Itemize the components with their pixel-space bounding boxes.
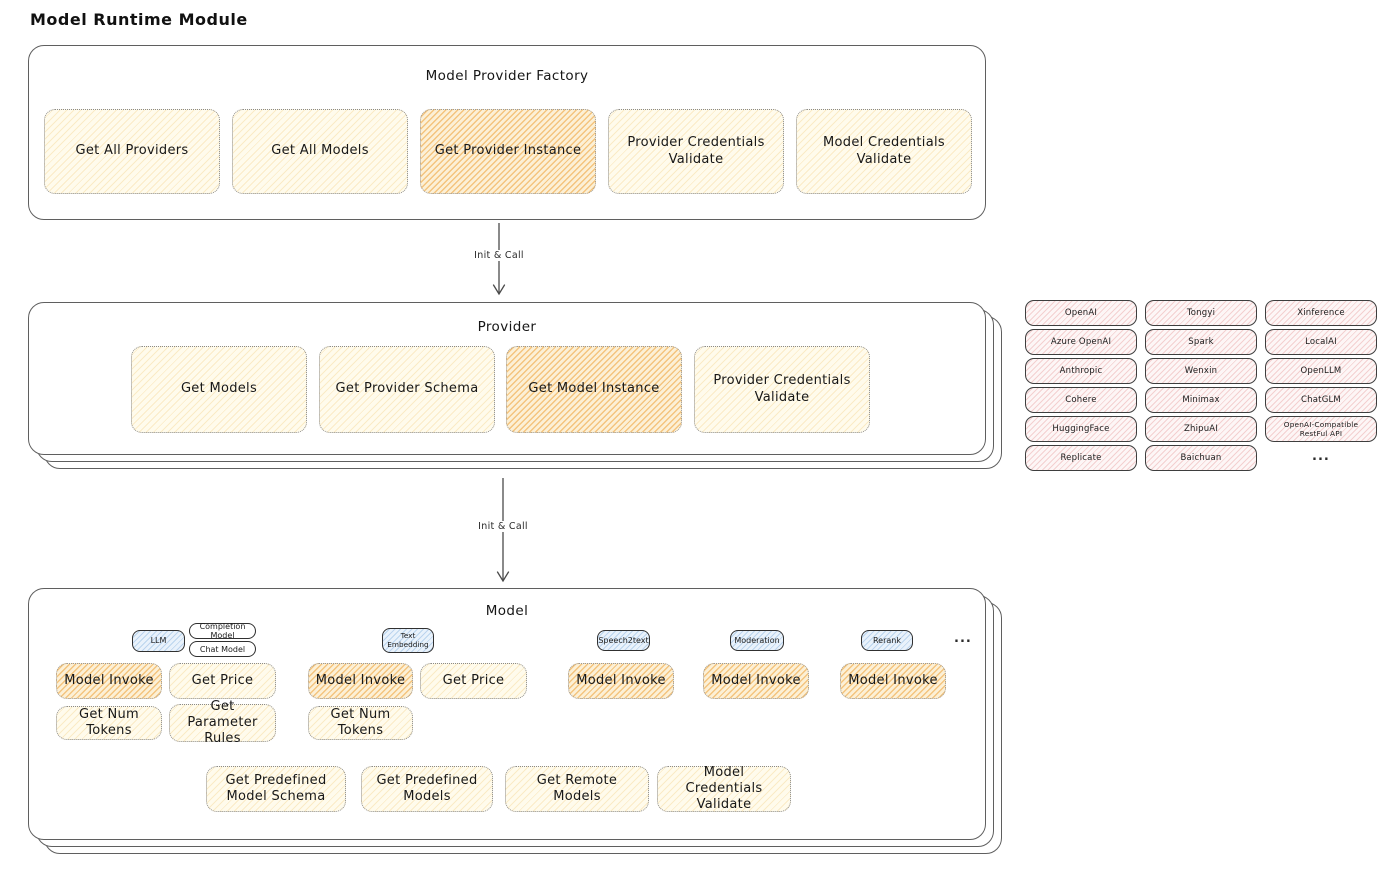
moderation-model-invoke: Model Invoke [703, 663, 809, 699]
factory-box-get-all-models: Get All Models [232, 109, 408, 194]
provider-chip-localai: LocalAI [1265, 329, 1377, 355]
arrow-label-init-call-top: Init & Call [470, 250, 528, 261]
llm-model-invoke: Model Invoke [56, 663, 162, 699]
provider-chip-huggingface: HuggingFace [1025, 416, 1137, 442]
provider-title: Provider [477, 319, 537, 335]
provider-chip-openai-compatible: OpenAI-Compatible RestFul API [1265, 416, 1377, 442]
model-title: Model [485, 603, 529, 619]
arrow-label-init-call-bottom: Init & Call [474, 521, 532, 532]
tab-rerank: Rerank [861, 630, 913, 651]
factory-box-provider-credentials-validate: Provider Credentials Validate [608, 109, 784, 194]
model-container: Model LLM Completion Model Chat Model Te… [28, 588, 986, 840]
factory-box-model-credentials-validate: Model Credentials Validate [796, 109, 972, 194]
provider-chip-replicate: Replicate [1025, 445, 1137, 471]
tab-llm: LLM [132, 630, 185, 652]
factory-title: Model Provider Factory [425, 68, 589, 84]
provider-container: Provider Get Models Get Provider Schema … [28, 302, 986, 455]
provider-chip-minimax: Minimax [1145, 387, 1257, 413]
provider-box-get-model-instance: Get Model Instance [506, 346, 682, 433]
arrow-init-call-top [492, 223, 506, 296]
llm-get-num-tokens: Get Num Tokens [56, 706, 162, 740]
tab-moderation: Moderation [730, 630, 784, 651]
tab-completion-model: Completion Model [189, 622, 256, 640]
provider-chip-baichuan: Baichuan [1145, 445, 1257, 471]
speech2text-model-invoke: Model Invoke [568, 663, 674, 699]
provider-chip-xinference: Xinference [1265, 300, 1377, 326]
embedding-get-price: Get Price [420, 663, 527, 699]
common-get-remote-models: Get Remote Models [505, 766, 649, 812]
embedding-model-invoke: Model Invoke [308, 663, 413, 699]
provider-chip-chatglm: ChatGLM [1265, 387, 1377, 413]
factory-box-get-all-providers: Get All Providers [44, 109, 220, 194]
provider-chip-spark: Spark [1145, 329, 1257, 355]
rerank-model-invoke: Model Invoke [840, 663, 946, 699]
provider-chip-tongyi: Tongyi [1145, 300, 1257, 326]
provider-box-provider-credentials-validate: Provider Credentials Validate [694, 346, 870, 433]
provider-chip-wenxin: Wenxin [1145, 358, 1257, 384]
common-get-predefined-model-schema: Get Predefined Model Schema [206, 766, 346, 812]
factory-box-get-provider-instance: Get Provider Instance [420, 109, 596, 194]
embedding-get-num-tokens: Get Num Tokens [308, 706, 413, 740]
tab-text-embedding: Text Embedding [382, 628, 434, 653]
common-model-credentials-validate: Model Credentials Validate [657, 765, 791, 812]
tab-ellipsis: ... [954, 631, 972, 646]
provider-chip-ellipsis: ... [1312, 449, 1330, 464]
provider-chip-zhipuai: ZhipuAI [1145, 416, 1257, 442]
common-get-predefined-models: Get Predefined Models [361, 766, 493, 812]
llm-get-parameter-rules: Get Parameter Rules [169, 699, 276, 746]
provider-chip-cohere: Cohere [1025, 387, 1137, 413]
provider-chip-azure-openai: Azure OpenAI [1025, 329, 1137, 355]
tab-speech2text: Speech2text [597, 630, 650, 651]
tab-chat-model: Chat Model [189, 641, 256, 657]
diagram-title: Model Runtime Module [30, 10, 248, 29]
arrow-init-call-bottom [496, 478, 510, 583]
provider-chip-openllm: OpenLLM [1265, 358, 1377, 384]
provider-chip-anthropic: Anthropic [1025, 358, 1137, 384]
provider-box-get-models: Get Models [131, 346, 307, 433]
factory-container: Model Provider Factory Get All Providers… [28, 45, 986, 220]
provider-box-get-provider-schema: Get Provider Schema [319, 346, 495, 433]
llm-get-price: Get Price [169, 663, 276, 699]
provider-chip-openai: OpenAI [1025, 300, 1137, 326]
